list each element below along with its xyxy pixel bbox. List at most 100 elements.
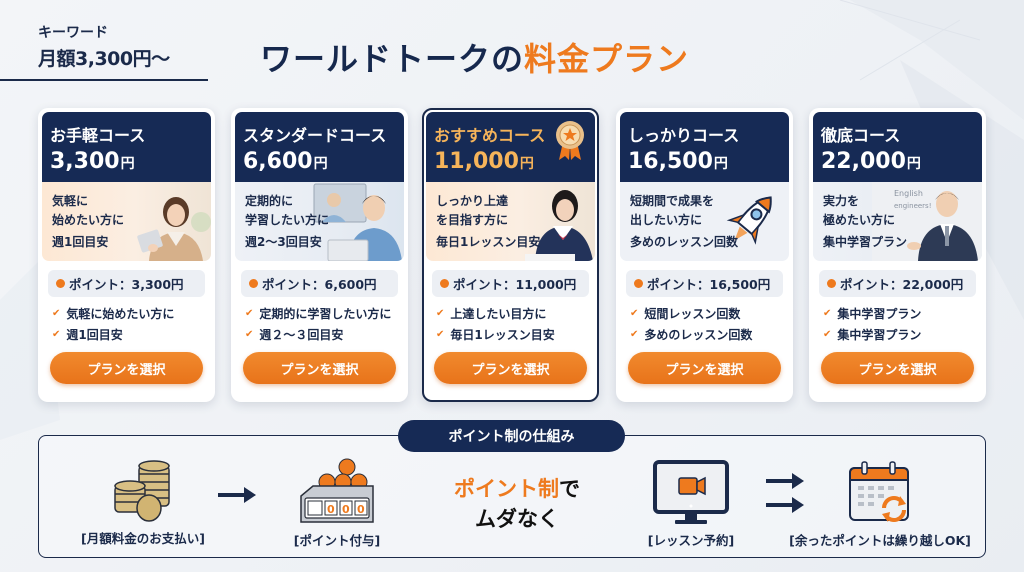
coins-stack-icon bbox=[114, 460, 170, 522]
point-system-panel bbox=[38, 435, 986, 558]
step-label: [ポイント付与] bbox=[293, 533, 381, 548]
video-monitor-icon bbox=[653, 460, 729, 524]
keyword-label: キーワード bbox=[38, 25, 108, 41]
plan-visual-text: 定期的に学習したい方に週2〜3回目安 bbox=[245, 194, 330, 249]
point-value: ポイント：6,600円 bbox=[241, 270, 398, 297]
page-title-main: ワールドトークの bbox=[260, 40, 525, 78]
plan-price: 22,000円 bbox=[821, 149, 921, 174]
plan-price: 3,300円 bbox=[50, 149, 135, 174]
check-icon: ✔ bbox=[823, 329, 832, 340]
page-title: ワールドトークの料金プラン bbox=[260, 34, 689, 80]
plan-name: 徹底コース bbox=[821, 126, 901, 145]
check-icon: ✔ bbox=[245, 308, 254, 319]
page-title-accent: 料金プラン bbox=[524, 40, 690, 78]
select-plan-button[interactable]: プランを選択 bbox=[434, 352, 587, 384]
plan-visual-text: しっかり上達を目指す方に毎日1レッスン目安 bbox=[436, 194, 541, 249]
rocket-icon bbox=[726, 196, 772, 245]
plan-visual-text: 気軽に始めたい方に週1回目安 bbox=[52, 194, 125, 249]
select-plan-button[interactable]: プランを選択 bbox=[821, 352, 974, 384]
select-plan-button[interactable]: プランを選択 bbox=[243, 352, 396, 384]
calendar-refresh-icon bbox=[849, 461, 909, 522]
keyword-divider bbox=[0, 79, 208, 81]
point-system-title: ポイント制の仕組み bbox=[398, 420, 625, 452]
keyword-value: 月額3,300円〜 bbox=[38, 48, 170, 70]
plan-visual: 定期的に学習したい方に週2〜3回目安 bbox=[235, 182, 404, 261]
plan-card-header: おすすめコース 11,000円 bbox=[426, 112, 595, 182]
plan-visual-text: 実力を極めたい方に集中学習プラン bbox=[823, 194, 908, 249]
feature-item: ✔気軽に始めたい方に bbox=[52, 307, 175, 321]
woman-with-tablet-icon bbox=[137, 197, 211, 261]
plan-card-otegaru: お手軽コース 3,300円 気軽に始めたい方に週1回目安 ポイント：3,300円… bbox=[38, 108, 215, 402]
select-plan-button[interactable]: プランを選択 bbox=[628, 352, 781, 384]
plan-visual: しっかり上達を目指す方に毎日1レッスン目安 bbox=[426, 182, 595, 261]
check-icon: ✔ bbox=[436, 308, 445, 319]
feature-list: ✔上達したい目方に ✔毎日1レッスン目安 bbox=[436, 303, 595, 345]
plan-card-tettei: 徹底コース 22,000円 実力を極めたい方に集中学習プラン English e… bbox=[809, 108, 986, 402]
orange-dot-icon bbox=[249, 279, 258, 288]
step-monthly-payment: [月額料金のお支払い] bbox=[68, 458, 218, 547]
check-icon: ✔ bbox=[245, 329, 254, 340]
check-icon: ✔ bbox=[630, 329, 639, 340]
check-icon: ✔ bbox=[823, 308, 832, 319]
feature-item: ✔多めのレッスン回数 bbox=[630, 328, 753, 342]
orange-dot-icon bbox=[827, 279, 836, 288]
feature-item: ✔定期的に学習したい方に bbox=[245, 307, 392, 321]
feature-item: ✔短間レッスン回数 bbox=[630, 307, 741, 321]
plan-visual-text: 短期間で成果を出したい方に多めのレッスン回数 bbox=[630, 194, 739, 249]
svg-text:0: 0 bbox=[327, 503, 335, 516]
feature-item: ✔週２〜３回目安 bbox=[245, 328, 344, 342]
double-arrow-right-icon bbox=[766, 473, 804, 513]
point-system-slogan: ポイント制で ムダなく bbox=[454, 477, 580, 531]
orange-dot-icon bbox=[440, 279, 449, 288]
plan-price: 16,500円 bbox=[628, 149, 728, 174]
orange-dot-icon bbox=[634, 279, 643, 288]
plan-card-header: お手軽コース 3,300円 bbox=[42, 112, 211, 182]
select-plan-button[interactable]: プランを選択 bbox=[50, 352, 203, 384]
feature-list: ✔短間レッスン回数 ✔多めのレッスン回数 bbox=[630, 303, 789, 345]
feature-item: ✔週1回目安 bbox=[52, 328, 123, 342]
plan-price: 11,000円 bbox=[434, 149, 534, 174]
plan-visual: 気軽に始めたい方に週1回目安 bbox=[42, 182, 211, 261]
feature-list: ✔集中学習プラン ✔集中学習プラン bbox=[823, 303, 982, 345]
plan-card-header: しっかりコース 16,500円 bbox=[620, 112, 789, 182]
plan-name: おすすめコース bbox=[434, 126, 546, 145]
point-value: ポイント：22,000円 bbox=[819, 270, 976, 297]
step-points-carryover: [余ったポイントは繰り越しOK] bbox=[776, 460, 984, 549]
plan-visual: 短期間で成果を出したい方に多めのレッスン回数 bbox=[620, 182, 789, 261]
award-medal-icon bbox=[556, 121, 584, 160]
man-at-laptop-icon bbox=[313, 183, 402, 261]
svg-text:0: 0 bbox=[342, 503, 350, 516]
student-studying-icon bbox=[525, 190, 593, 261]
check-icon: ✔ bbox=[436, 329, 445, 340]
plan-card-header: 徹底コース 22,000円 bbox=[813, 112, 982, 182]
feature-list: ✔定期的に学習したい方に ✔週２〜３回目安 bbox=[245, 303, 404, 345]
svg-text:0: 0 bbox=[357, 503, 365, 516]
check-icon: ✔ bbox=[630, 308, 639, 319]
step-label: [余ったポイントは繰り越しOK] bbox=[789, 533, 971, 548]
step-point-grant: 0 0 0 [ポイント付与] bbox=[272, 456, 402, 549]
feature-item: ✔上達したい目方に bbox=[436, 307, 547, 321]
arrow-right-icon bbox=[218, 487, 256, 503]
feature-item: ✔毎日1レッスン目安 bbox=[436, 328, 555, 342]
step-label: [レッスン予約] bbox=[647, 533, 735, 548]
check-icon: ✔ bbox=[52, 308, 61, 319]
point-value: ポイント：11,000円 bbox=[432, 270, 589, 297]
point-value: ポイント：3,300円 bbox=[48, 270, 205, 297]
check-icon: ✔ bbox=[52, 329, 61, 340]
feature-item: ✔集中学習プラン bbox=[823, 328, 922, 342]
plan-name: お手軽コース bbox=[50, 126, 146, 145]
feature-list: ✔気軽に始めたい方に ✔週1回目安 bbox=[52, 303, 211, 345]
plan-name: しっかりコース bbox=[628, 126, 740, 145]
plan-card-recommended: おすすめコース 11,000円 しっかり上達を目指す方に毎日1レッスン目安 ポイ… bbox=[422, 108, 599, 402]
plan-price: 6,600円 bbox=[243, 149, 328, 174]
step-lesson-booking: [レッスン予約] bbox=[636, 460, 746, 549]
step-label: [月額料金のお支払い] bbox=[81, 531, 205, 546]
plan-visual: 実力を極めたい方に集中学習プラン English engineers! bbox=[813, 182, 982, 261]
feature-item: ✔集中学習プラン bbox=[823, 307, 922, 321]
orange-dot-icon bbox=[56, 279, 65, 288]
plan-card-header: スタンダードコース 6,600円 bbox=[235, 112, 404, 182]
plan-card-standard: スタンダードコース 6,600円 定期的に学習したい方に週2〜3回目安 ポイント… bbox=[231, 108, 408, 402]
point-value: ポイント：16,500円 bbox=[626, 270, 783, 297]
plan-card-shikkari: しっかりコース 16,500円 短期間で成果を出したい方に多めのレッスン回数 ポ… bbox=[616, 108, 793, 402]
plan-name: スタンダードコース bbox=[243, 126, 387, 145]
